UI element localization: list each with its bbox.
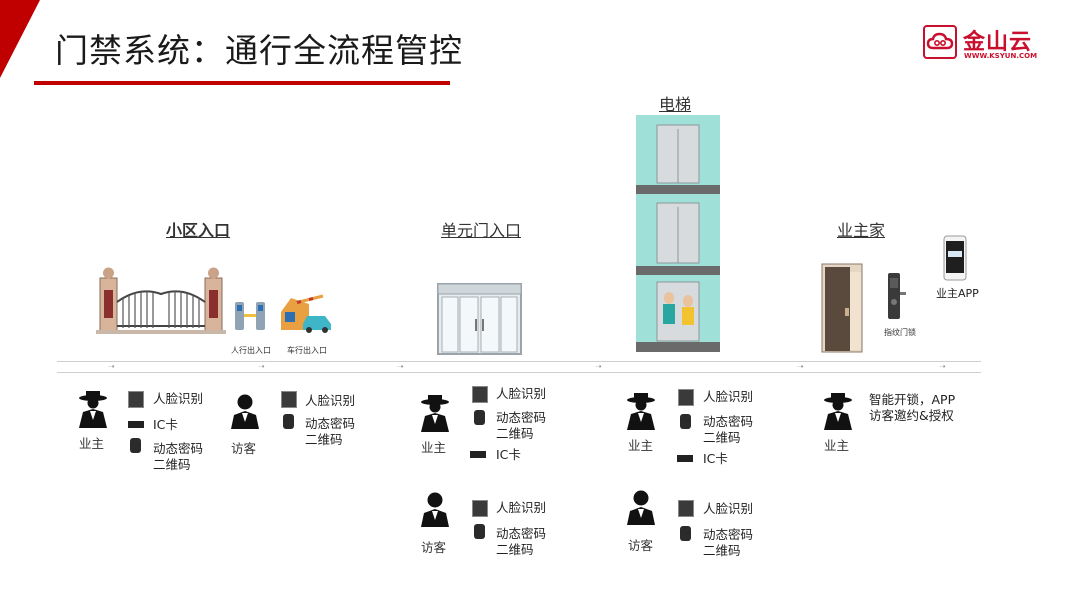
method-face-recognition: 人脸识别 [496, 386, 547, 401]
face-recognition-icon [281, 391, 297, 408]
logo-url: WWW.KSYUN.COM [964, 52, 1038, 60]
label-unit-door: 单元门入口 [441, 221, 522, 240]
vehicle-barrier-image [281, 294, 331, 333]
label-elevator: 电梯 [659, 95, 692, 114]
owner-person-icon [627, 393, 655, 430]
role-visitor: 访客 [628, 538, 654, 553]
owner-person-icon [79, 391, 107, 428]
visitor-person-icon [421, 492, 449, 527]
method-qrcode: 二维码 [703, 543, 741, 558]
ic-card-icon [470, 451, 486, 458]
ksyun-logo: 金山云 WWW.KSYUN.COM [923, 25, 1041, 63]
method-dynamic-password: 动态密码 [496, 410, 547, 425]
method-qrcode: 二维码 [305, 432, 343, 447]
arrow-right-icon: ➝ [397, 362, 404, 371]
phone-app-image [943, 235, 967, 281]
role-visitor: 访客 [231, 441, 257, 456]
owner-person-icon [824, 393, 852, 430]
method-dynamic-password: 动态密码 [153, 441, 204, 456]
logo-name: 金山云 [963, 30, 1033, 55]
arrow-right-icon: ➝ [797, 362, 804, 371]
role-owner: 业主 [628, 438, 654, 453]
method-face-recognition: 人脸识别 [153, 391, 204, 406]
face-recognition-icon [128, 391, 144, 408]
arrow-right-icon: ➝ [939, 362, 946, 371]
face-recognition-icon [472, 386, 488, 403]
owner-person-icon [421, 395, 449, 432]
title-underline [34, 81, 450, 85]
label-owner-home: 业主家 [837, 221, 886, 240]
method-face-recognition: 人脸识别 [305, 393, 356, 408]
role-owner: 业主 [421, 440, 447, 455]
method-ic-card: IC卡 [703, 451, 728, 466]
home-door-image [821, 263, 863, 353]
ic-card-icon [677, 455, 693, 462]
method-ic-card: IC卡 [153, 417, 178, 432]
method-qrcode: 二维码 [496, 426, 534, 441]
qrcode-reader-icon [474, 524, 485, 539]
face-recognition-icon [472, 500, 488, 517]
page-title: 门禁系统：通行全流程管控 [55, 31, 463, 70]
qrcode-reader-icon [680, 526, 691, 541]
cloud-icon [923, 25, 957, 59]
elevator-image [636, 115, 720, 352]
role-owner: 业主 [824, 438, 850, 453]
face-recognition-icon [678, 389, 694, 406]
label-pedestrian-entrance: 人行出入口 [231, 346, 271, 355]
visitor-person-icon [627, 490, 655, 525]
community-gate-image [96, 267, 226, 334]
pedestrian-turnstile-image [235, 302, 265, 330]
method-face-recognition: 人脸识别 [496, 500, 547, 515]
qrcode-reader-icon [680, 414, 691, 429]
method-dynamic-password: 动态密码 [703, 527, 754, 542]
arrow-right-icon: ➝ [595, 362, 602, 371]
fingerprint-lock-image [888, 273, 906, 319]
label-vehicle-entrance: 车行出入口 [287, 346, 327, 355]
ic-card-icon [128, 421, 144, 428]
visitor-person-icon [231, 394, 259, 429]
method-qrcode: 二维码 [153, 457, 191, 472]
method-ic-card: IC卡 [496, 447, 521, 462]
arrow-right-icon: ➝ [108, 362, 115, 371]
label-fingerprint-lock: 指纹门锁 [884, 328, 916, 337]
qrcode-reader-icon [283, 414, 294, 429]
qrcode-reader-icon [474, 410, 485, 425]
flow-timeline: ➝ ➝ ➝ ➝ ➝ ➝ [57, 361, 981, 373]
role-visitor: 访客 [421, 540, 447, 555]
method-dynamic-password: 动态密码 [305, 416, 356, 431]
label-owner-app: 业主APP [936, 287, 979, 300]
label-community-entrance: 小区入口 [166, 221, 231, 240]
method-smart-unlock: 智能开锁，APP [869, 392, 956, 407]
method-qrcode: 二维码 [496, 542, 534, 557]
method-face-recognition: 人脸识别 [703, 501, 754, 516]
unit-door-image [437, 283, 522, 355]
arrow-right-icon: ➝ [258, 362, 265, 371]
corner-accent [0, 0, 40, 78]
method-face-recognition: 人脸识别 [703, 389, 754, 404]
qrcode-reader-icon [130, 438, 141, 453]
face-recognition-icon [678, 500, 694, 517]
method-dynamic-password: 动态密码 [496, 526, 547, 541]
method-dynamic-password: 动态密码 [703, 414, 754, 429]
method-visitor-invite: 访客邀约&授权 [869, 408, 954, 423]
method-qrcode: 二维码 [703, 430, 741, 445]
role-owner: 业主 [79, 436, 105, 451]
